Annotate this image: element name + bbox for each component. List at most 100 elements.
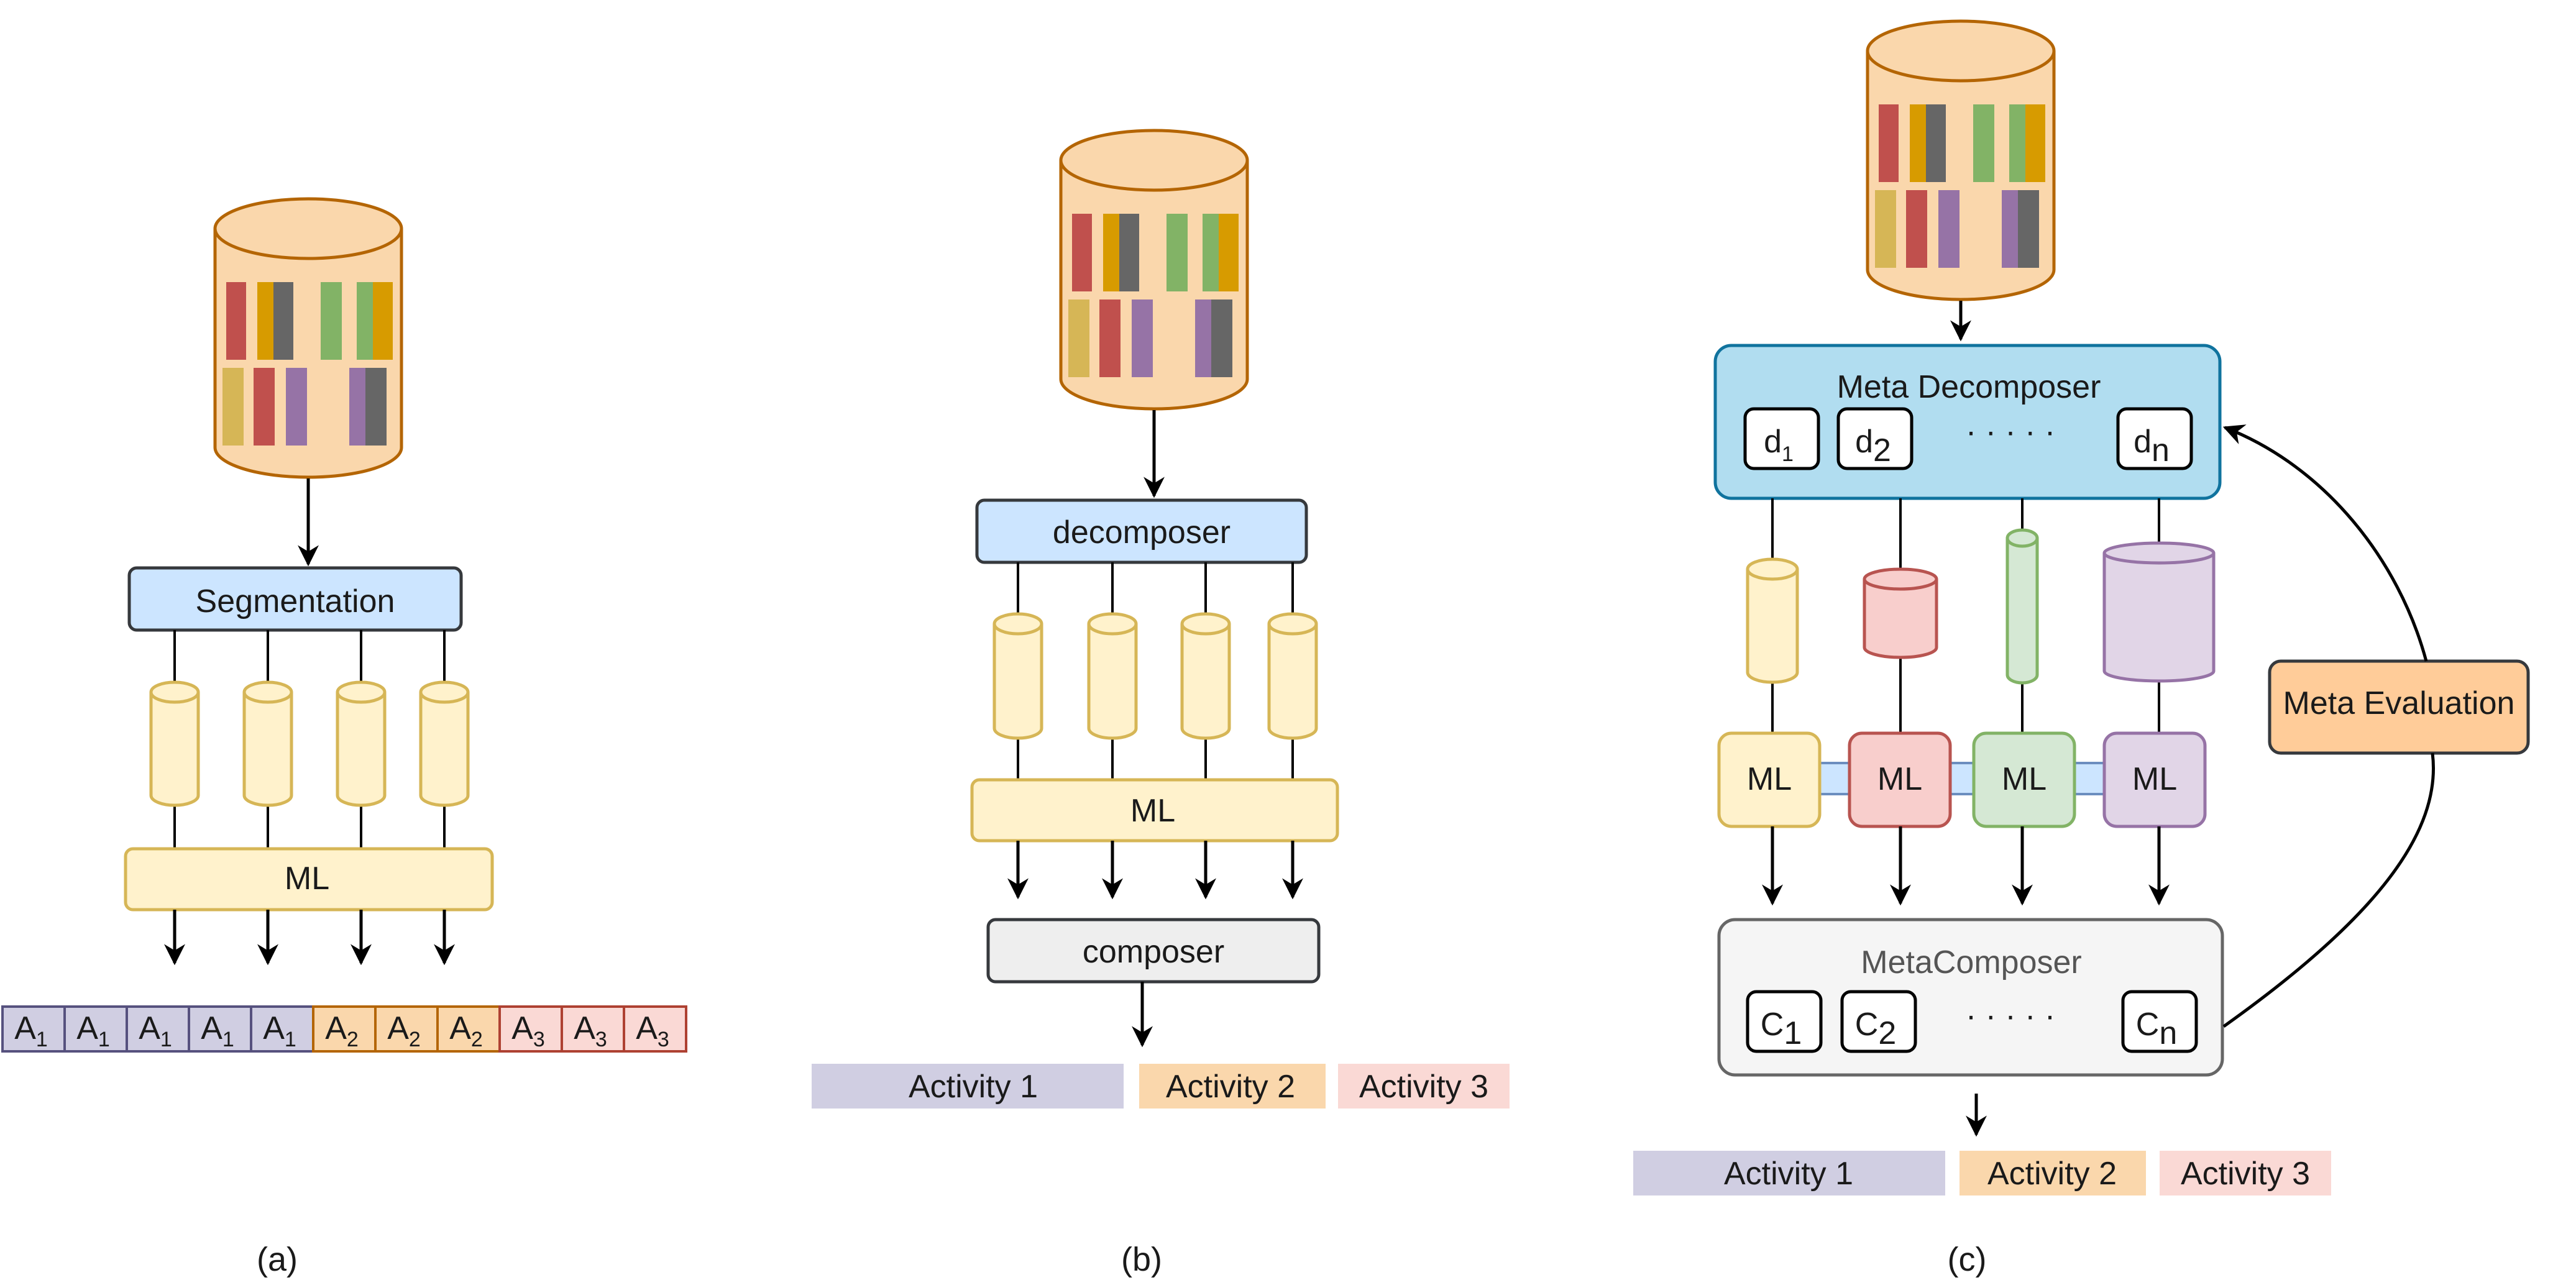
decomposed-cylinders [992,612,1318,740]
decomposer-d2-label: d2 [1855,424,1891,469]
activity-cell-label: A2 [387,1010,421,1051]
composer-label: composer [1083,934,1224,970]
decomposer-dn-label: dn [2134,424,2170,469]
activity-cell-bg [623,1005,687,1053]
segmentation-label: Segmentation [196,583,395,619]
activity-cell-label: A2 [449,1010,483,1051]
decomposer-d1 [1743,407,1820,470]
activity-cell-label: A1 [76,1010,110,1051]
composer-c2-label: C2 [1855,1007,1896,1051]
caption-a: (a) [257,1241,298,1278]
activity-cell: A2 [436,1005,501,1053]
arrow-metacomposer-to-evaluation [2222,752,2435,1028]
decomposer-dn [2116,407,2193,470]
activity-cell-bg [126,1005,190,1053]
activity-cell: A1 [63,1005,128,1053]
activity-cell-bg [436,1005,501,1053]
activity-cell-label: A3 [636,1010,669,1051]
activity-1-swatch [812,1064,1124,1109]
activity-labels-c: Activity 1 Activity 2 Activity 3 [1633,1151,2331,1195]
database-b-icon [1061,130,1247,409]
ml-boxes-c: ML ML ML ML [1717,731,2207,828]
segment-cylinder-icon [242,680,293,807]
ml-box-a [124,847,494,912]
activity-cell-label: A1 [14,1010,48,1051]
ml-box-green [1972,731,2076,828]
composer-c2 [1840,990,1917,1053]
ml-box-purple-label: ML [2132,761,2177,797]
decomposer-chips: d1 d2 · · · · · dn [1743,407,2193,470]
activity-cell: A3 [623,1005,687,1053]
segment-cylinder-icon [336,680,387,807]
activity-cell-bg [1,1005,66,1053]
activity-2-swatch [1139,1064,1326,1109]
activity-cell: A1 [126,1005,190,1053]
composer-cn-label: Cn [2136,1007,2177,1051]
segment-cylinders [149,680,470,807]
activity-cell-label: A1 [263,1010,296,1051]
activity-2-swatch [1960,1151,2146,1195]
meta-evaluation-label: Meta Evaluation [2283,685,2515,721]
activity-cell-label: A1 [139,1010,172,1051]
activity-1-label: Activity 1 [1724,1156,1853,1192]
composer-ellipsis: · · · · · [1966,998,2055,1034]
decomposed-cylinder-icon [1267,612,1318,740]
ml-output-arrows-b [1007,841,1303,900]
composer-c1 [1746,990,1823,1053]
decomposer-box [975,498,1308,564]
ml-box-b [970,778,1339,843]
arrow-evaluation-to-metadecomposer [2222,424,2428,662]
activity-cell: A2 [374,1005,439,1053]
panel-b: decomposer [812,130,1510,1278]
activity-1-label: Activity 1 [909,1069,1038,1105]
activity-cell-bg [561,1005,625,1053]
activity-3-label: Activity 3 [1359,1069,1488,1105]
decomposer-connectors [1017,562,1294,780]
activity-cell-label: A1 [201,1010,234,1051]
activity-3-label: Activity 3 [2181,1156,2310,1192]
activity-cell: A1 [1,1005,66,1053]
activity-sequence: A1 A1 A1 A1 A1 A2 A2 A2 A3 A3 A3 [1,1005,687,1053]
composer-c1-label: C1 [1761,1007,1802,1051]
activity-2-label: Activity 2 [1166,1069,1295,1105]
activity-cell-label: A3 [574,1010,607,1051]
activity-cell-label: A2 [325,1010,359,1051]
ml-box-green-label: ML [2002,761,2047,797]
activity-cell: A3 [561,1005,625,1053]
activity-cell-bg [63,1005,128,1053]
decomposed-cylinder-icon [992,612,1043,740]
segment-cylinder-icon [149,680,200,807]
composer-cn [2121,990,2198,1053]
segmentation-box [127,566,463,632]
ml-label-b: ML [1130,793,1175,829]
database-a-icon [215,199,401,477]
activity-cell: A1 [188,1005,252,1053]
ml-output-arrows-a [164,910,455,966]
ml-output-arrows-c [1762,826,2170,906]
decomposer-d2 [1836,407,1914,470]
activity-3-swatch [2160,1151,2331,1195]
activity-cell: A3 [498,1005,563,1053]
activity-cell-bg [250,1005,314,1053]
meta-evaluation-box [2268,659,2530,755]
caption-b: (b) [1121,1241,1162,1278]
decomposed-cylinder-icon [1087,612,1138,740]
yellow-cylinder-icon [1746,557,1799,684]
activity-1-swatch [1633,1151,1945,1195]
meta-composer-label: MetaComposer [1861,944,2081,981]
ml-box-purple [2102,731,2207,828]
decomposer-d1-label: d1 [1764,424,1794,466]
decomposer-label: decomposer [1053,514,1231,551]
activity-cell: A2 [312,1005,377,1053]
purple-cylinder-icon [2102,541,2216,683]
green-cylinder-icon [2005,528,2039,685]
panel-c: Meta Decomposer d1 d2 · · · · · dn [1633,21,2530,1278]
caption-c: (c) [1948,1241,1987,1278]
ml-box-yellow [1717,731,1822,828]
red-cylinder-icon [1863,567,1938,659]
ml-label-a: ML [285,861,329,897]
ml-box-red-label: ML [1877,761,1922,797]
decomposed-cylinder-icon [1180,612,1231,740]
segmentation-connectors [173,630,446,849]
